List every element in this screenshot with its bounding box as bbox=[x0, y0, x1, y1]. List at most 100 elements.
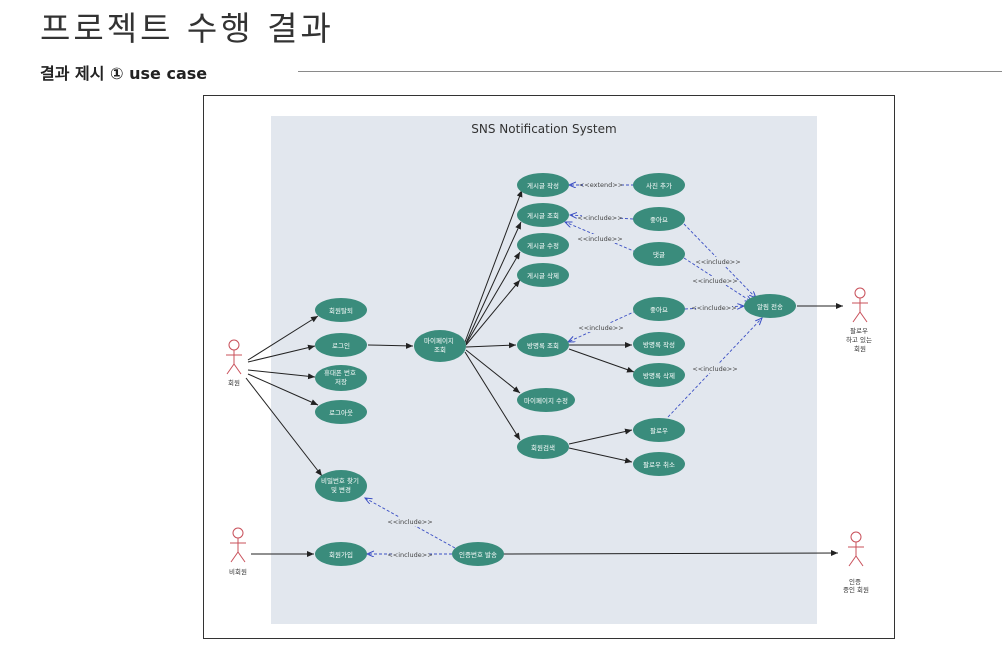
actor-follower-figure bbox=[852, 287, 868, 323]
uc-login-label: 로그인 bbox=[332, 341, 350, 350]
uc-notify bbox=[744, 294, 796, 318]
uc-post-write-label: 게시글 작성 bbox=[527, 181, 559, 190]
uc-auth-send-label: 인증번호 발송 bbox=[459, 550, 497, 559]
actor-follower-line1: 팔로우 bbox=[850, 327, 868, 335]
assoc-mypage-postdelete bbox=[465, 279, 521, 346]
uc-mypage bbox=[414, 330, 466, 362]
actor-member-label: 회원 bbox=[228, 378, 240, 387]
uc-like1-label: 좋아요 bbox=[650, 215, 668, 224]
assoc-guestview-delete bbox=[568, 348, 635, 373]
uc-comment bbox=[633, 242, 685, 266]
uc-guest-delete-label: 방명록 삭제 bbox=[643, 371, 675, 380]
uc-member-search-label: 회원검색 bbox=[531, 443, 555, 452]
assoc-mypage-search bbox=[464, 351, 521, 441]
uc-phone bbox=[315, 365, 367, 391]
label-extend: <<extend>> bbox=[579, 181, 623, 189]
uc-phone-line2: 저장 bbox=[335, 377, 347, 386]
uc-comment-label: 댓글 bbox=[653, 250, 665, 259]
uc-pwfind-line2: 및 변경 bbox=[331, 485, 351, 494]
uc-mypage-edit bbox=[517, 388, 575, 412]
actor-verifying-line2: 중인 회원 bbox=[843, 585, 869, 594]
dep-follow-notify bbox=[667, 318, 762, 418]
dep-comment-postview bbox=[565, 222, 637, 253]
uc-mypage-edit-label: 마이페이지 수정 bbox=[524, 396, 568, 405]
uc-notify-label: 알림 전송 bbox=[757, 302, 783, 311]
assoc-mypage-postwrite bbox=[464, 189, 523, 343]
uc-follow-label: 팔로우 bbox=[650, 427, 668, 435]
uc-auth-send bbox=[452, 542, 504, 566]
section-title: 결과 제시 ① use case bbox=[40, 64, 208, 83]
actor-follower-line3: 회원 bbox=[854, 344, 866, 353]
uc-post-delete-label: 게시글 삭제 bbox=[527, 271, 559, 280]
assoc-mypage-postedit bbox=[465, 251, 521, 345]
label-include-like2-notify: <<include>> bbox=[691, 304, 736, 312]
uc-like2-label: 좋아요 bbox=[650, 305, 668, 314]
uc-withdraw bbox=[315, 298, 367, 322]
uc-logout bbox=[315, 400, 367, 424]
uc-guest-view bbox=[517, 333, 569, 357]
uc-logout-label: 로그아웃 bbox=[329, 408, 353, 417]
uc-guest-delete bbox=[633, 363, 685, 387]
page-title: 프로젝트 수행 결과 bbox=[40, 9, 334, 48]
uc-photo-add-label: 사진 추가 bbox=[646, 181, 672, 190]
use-cases: 회원탈퇴 로그인 휴대폰 번호 저장 로그아웃 비밀번호 찾기 및 변경 회원가… bbox=[315, 173, 796, 566]
assoc-member-withdraw bbox=[247, 315, 319, 361]
uc-unfollow-label: 팔로우 취소 bbox=[643, 461, 675, 469]
assoc-member-phone bbox=[247, 369, 316, 380]
uc-mypage-line2: 조회 bbox=[434, 346, 446, 354]
uc-phone-line1: 휴대폰 번호 bbox=[324, 368, 356, 377]
assoc-login-mypage bbox=[367, 342, 414, 349]
uc-signup-label: 회원가입 bbox=[329, 550, 353, 559]
assoc-member-pwfind bbox=[245, 377, 323, 477]
uc-like2 bbox=[633, 297, 685, 321]
label-include-comment: <<include>> bbox=[577, 235, 622, 243]
label-include-signup: <<include>> bbox=[387, 551, 432, 559]
actor-member-figure bbox=[226, 339, 242, 375]
assoc-member-login bbox=[247, 344, 316, 363]
actor-verifying-figure bbox=[848, 531, 864, 567]
section-divider bbox=[298, 71, 1002, 72]
uc-signup bbox=[315, 542, 367, 566]
assoc-member-logout bbox=[247, 373, 319, 406]
uc-login bbox=[315, 333, 367, 357]
label-include-follow-notify: <<include>> bbox=[692, 365, 737, 373]
uc-phone-label: 휴대폰 번호 저장 bbox=[324, 368, 358, 386]
uc-post-view-label: 게시글 조회 bbox=[527, 211, 559, 220]
assoc-mypage-guestview bbox=[465, 342, 517, 349]
uc-post-edit-label: 게시글 수정 bbox=[527, 241, 559, 250]
uc-pwfind-label: 비밀번호 찾기 및 변경 bbox=[321, 476, 361, 494]
uc-mypage-label: 마이페이지 조회 bbox=[424, 336, 456, 354]
uc-post-edit bbox=[517, 233, 569, 257]
uc-member-search bbox=[517, 435, 569, 459]
uc-follow bbox=[633, 418, 685, 442]
uc-mypage-line1: 마이페이지 bbox=[424, 336, 454, 345]
label-include-pwfind: <<include>> bbox=[387, 518, 432, 526]
actor-nonmember-label: 비회원 bbox=[229, 567, 247, 576]
actor-follower-label: 팔로우 하고 있는 회원 bbox=[846, 327, 874, 353]
label-include-comment-notify: <<include>> bbox=[692, 277, 737, 285]
actor-nonmember-figure bbox=[230, 527, 246, 563]
diagram-frame bbox=[203, 95, 895, 639]
assoc-auth-verifying bbox=[503, 550, 839, 557]
actor-follower-line2: 하고 있는 bbox=[846, 335, 872, 344]
uc-unfollow bbox=[633, 452, 685, 476]
uc-guest-write bbox=[633, 332, 685, 356]
uc-guest-write-label: 방명록 작성 bbox=[643, 340, 675, 349]
uc-photo-add bbox=[633, 173, 685, 197]
actor-verifying-label: 인증 중인 회원 bbox=[843, 577, 869, 594]
associations bbox=[245, 189, 843, 557]
uc-guest-view-label: 방명록 조회 bbox=[527, 341, 559, 350]
uc-pwfind-line1: 비밀번호 찾기 bbox=[321, 476, 359, 485]
assoc-search-follow bbox=[568, 428, 633, 445]
actor-verifying-line1: 인증 bbox=[849, 577, 861, 586]
uc-like1 bbox=[633, 207, 685, 231]
assoc-mypage-postview bbox=[465, 221, 522, 344]
uc-post-delete bbox=[517, 263, 569, 287]
label-include-like1: <<include>> bbox=[577, 214, 622, 222]
relation-labels: <<extend>> <<include>> <<include>> <<inc… bbox=[387, 180, 741, 559]
label-include-like2: <<include>> bbox=[578, 324, 623, 332]
assoc-mypage-mypageedit bbox=[465, 349, 521, 394]
uc-post-write bbox=[517, 173, 569, 197]
system-title: SNS Notification System bbox=[471, 122, 616, 136]
